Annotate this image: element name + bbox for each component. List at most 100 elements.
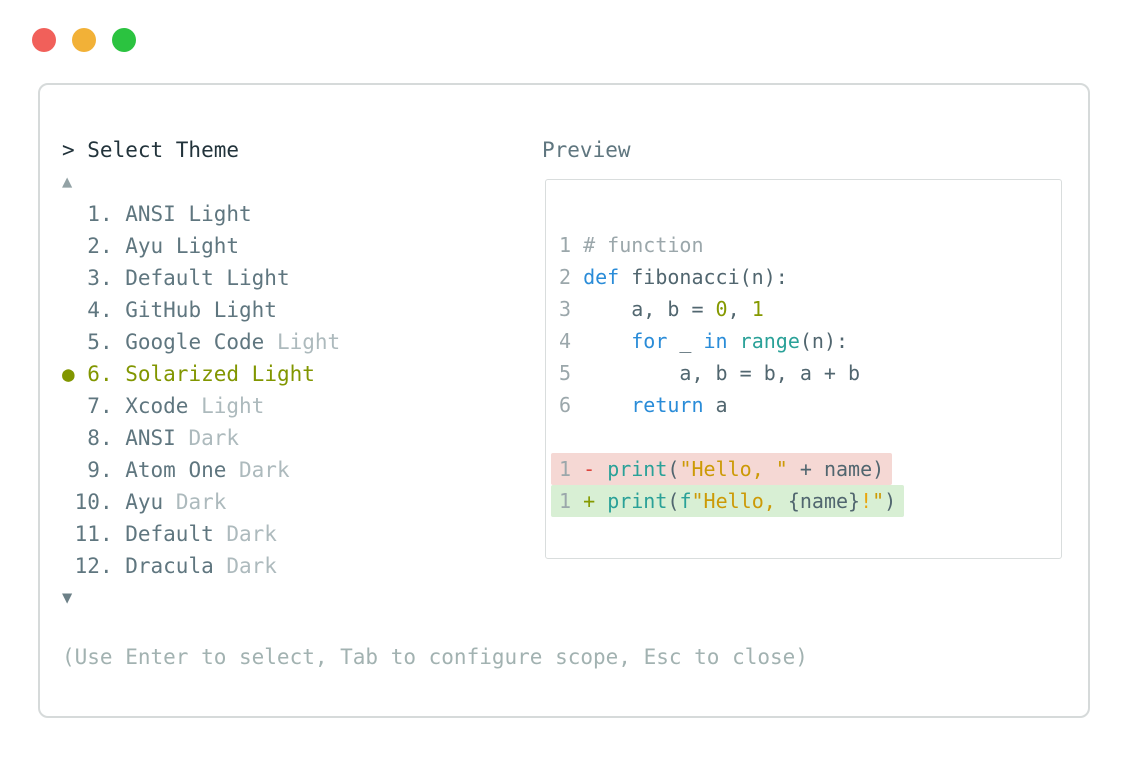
- marker-spacer: [62, 490, 75, 514]
- scroll-down-icon[interactable]: ▼: [62, 588, 73, 608]
- theme-item-label: 3. Default: [74, 266, 214, 290]
- token-plus: +: [583, 489, 608, 513]
- theme-item-github-light[interactable]: 4. GitHub Light: [62, 294, 340, 326]
- zoom-button[interactable]: [112, 28, 136, 52]
- line-number: 6: [559, 393, 584, 417]
- theme-item-google-code-light[interactable]: 5. Google Code Light: [62, 326, 340, 358]
- marker-spacer: [62, 394, 75, 418]
- token-num: 1: [751, 297, 764, 321]
- selected-bullet-icon: ●: [62, 362, 75, 386]
- code-line: 6 return a: [551, 389, 904, 421]
- line-number: 1: [559, 457, 584, 481]
- theme-item-variant: Light: [163, 234, 240, 258]
- theme-list: 1. ANSI Light 2. Ayu Light 3. Default Li…: [62, 198, 340, 582]
- token-code: ,: [727, 297, 752, 321]
- code-line-content: 3 a, b = 0, 1: [551, 293, 772, 325]
- token-code: a: [703, 393, 728, 417]
- minimize-button[interactable]: [72, 28, 96, 52]
- token-kw: def: [583, 265, 620, 289]
- token-fn: range: [739, 329, 800, 353]
- theme-item-label: 9. Atom One: [74, 458, 227, 482]
- marker-spacer: [62, 202, 75, 226]
- theme-item-label: 7. Xcode: [74, 394, 189, 418]
- preview-title: Preview: [542, 138, 631, 162]
- code-line: 4 for _ in range(n):: [551, 325, 904, 357]
- theme-item-variant: Light: [201, 298, 277, 322]
- token-code: + name): [787, 457, 885, 481]
- token-code: {name}: [787, 489, 861, 513]
- theme-item-variant: Dark: [175, 426, 240, 450]
- token-code: [583, 329, 631, 353]
- theme-item-ayu-light[interactable]: 2. Ayu Light: [62, 230, 340, 262]
- theme-item-label: 1. ANSI: [74, 202, 176, 226]
- help-text: (Use Enter to select, Tab to configure s…: [62, 645, 808, 669]
- token-code: [728, 329, 740, 353]
- token-str: "Hello, ": [679, 457, 788, 481]
- theme-item-variant: Dark: [226, 458, 290, 482]
- theme-picker: > Select Theme ▲ 1. ANSI Light 2. Ayu Li…: [62, 134, 340, 614]
- code-line: 2 def fibonacci(n):: [551, 261, 904, 293]
- token-fn: f: [679, 489, 692, 513]
- theme-item-label: 12. Dracula: [74, 554, 214, 578]
- theme-item-dracula-dark[interactable]: 12. Dracula Dark: [62, 550, 340, 582]
- theme-item-variant: Dark: [213, 554, 277, 578]
- diff-added-line: 1 + print(f"Hello, {name}!"): [551, 485, 905, 517]
- line-number: 5: [559, 361, 584, 385]
- theme-item-variant: Light: [239, 362, 315, 386]
- token-str: ": [872, 489, 885, 513]
- token-str: "Hello,: [691, 489, 788, 513]
- line-number: 1: [559, 233, 584, 257]
- token-code: a, b = b, a + b: [583, 361, 861, 385]
- marker-spacer: [62, 330, 75, 354]
- code-line-content: 1 # function: [551, 229, 712, 261]
- theme-item-label: 10. Ayu: [74, 490, 164, 514]
- theme-picker-panel: > Select Theme ▲ 1. ANSI Light 2. Ayu Li…: [38, 83, 1090, 718]
- theme-item-default-dark[interactable]: 11. Default Dark: [62, 518, 340, 550]
- theme-item-atom-one-dark[interactable]: 9. Atom One Dark: [62, 454, 340, 486]
- code-line: 5 a, b = b, a + b: [551, 357, 904, 389]
- code-line-content: 5 a, b = b, a + b: [551, 357, 868, 389]
- theme-item-solarized-light[interactable]: ● 6. Solarized Light: [62, 358, 340, 390]
- token-code: [583, 393, 631, 417]
- theme-item-variant: Dark: [213, 522, 277, 546]
- theme-item-ansi-light[interactable]: 1. ANSI Light: [62, 198, 340, 230]
- token-kw: return: [631, 393, 704, 417]
- diff-removed-line: 1 - print("Hello, " + name): [551, 453, 904, 485]
- token-kw: for: [631, 329, 668, 353]
- token-comment: # function: [583, 233, 704, 257]
- token-minus: -: [583, 457, 608, 481]
- line-number: 2: [559, 265, 584, 289]
- code-line: [551, 421, 904, 453]
- close-button[interactable]: [32, 28, 56, 52]
- marker-spacer: [62, 426, 75, 450]
- theme-item-default-light[interactable]: 3. Default Light: [62, 262, 340, 294]
- marker-spacer: [62, 458, 75, 482]
- token-code: _: [667, 329, 704, 353]
- code-line-content: 4 for _ in range(n):: [551, 325, 856, 357]
- line-number: 4: [559, 329, 584, 353]
- theme-item-label: 5. Google Code: [74, 330, 265, 354]
- token-code: fibonacci(n):: [619, 265, 788, 289]
- token-fn: print: [607, 489, 668, 513]
- token-code: a, b =: [583, 297, 716, 321]
- scroll-up-icon[interactable]: ▲: [62, 172, 73, 192]
- theme-item-variant: Light: [264, 330, 341, 354]
- marker-spacer: [62, 522, 75, 546]
- theme-item-label: 4. GitHub: [74, 298, 202, 322]
- marker-spacer: [62, 266, 75, 290]
- code-line-content: 1 - print("Hello, " + name): [551, 453, 893, 485]
- theme-item-xcode-light[interactable]: 7. Xcode Light: [62, 390, 340, 422]
- token-code: (: [667, 489, 680, 513]
- theme-item-ayu-dark[interactable]: 10. Ayu Dark: [62, 486, 340, 518]
- theme-item-variant: Dark: [163, 490, 227, 514]
- token-num: 0: [715, 297, 728, 321]
- theme-item-ansi-dark[interactable]: 8. ANSI Dark: [62, 422, 340, 454]
- code-line: 1 # function: [551, 229, 904, 261]
- code-line-content: 2 def fibonacci(n):: [551, 261, 796, 293]
- token-code: ): [884, 489, 897, 513]
- line-number: 3: [559, 297, 584, 321]
- theme-item-variant: Light: [188, 394, 265, 418]
- token-bang: !: [860, 489, 873, 513]
